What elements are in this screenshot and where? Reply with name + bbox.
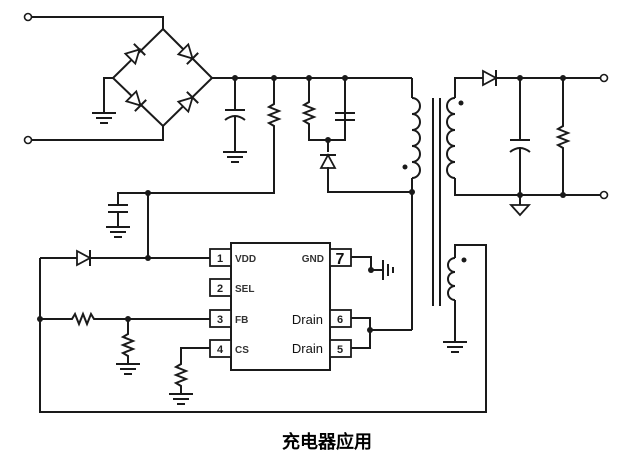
svg-text:VDD: VDD [235,254,256,265]
ground-icon [105,226,131,238]
ground-icon [91,112,117,124]
vdd-network [40,190,210,267]
pin-5-drain: 5 Drain [292,339,352,358]
transformer [39,77,604,413]
output-section [482,69,609,217]
input-terminal-icon [23,12,33,22]
resistor-icon [67,313,99,325]
input-terminal-icon [23,135,33,145]
ground-icon [442,341,468,353]
output-terminal-icon [599,190,609,200]
output-terminal-icon [599,73,609,83]
inductor-icon [447,257,456,301]
inductor-icon [411,97,421,179]
rcd-snubber [303,78,415,195]
svg-text:6: 6 [337,314,343,326]
diode-icon [176,42,199,65]
diode-icon [124,89,147,112]
pin-2-sel: 2 SEL [209,278,254,297]
ground-icon [222,151,248,163]
capacitor-icon [224,78,246,152]
svg-text:2: 2 [217,283,223,295]
fb-network [37,313,210,375]
resistor-icon [557,121,569,153]
diode-icon [482,69,498,87]
resistor-icon [268,99,280,131]
capacitor-icon [509,78,531,195]
pin-6-drain: 6 Drain [292,309,352,328]
svg-text:7: 7 [336,251,345,268]
bridge-rectifier [111,28,214,128]
svg-text:GND: GND [302,254,324,265]
pin-4-cs: 4 CS [209,339,249,358]
diode-icon [123,43,146,66]
diagram-caption: 充电器应用 [282,432,372,453]
ground-icon [115,363,141,375]
diode-icon [76,249,92,267]
resistor-icon [122,329,134,361]
ac-input-section [23,12,214,145]
svg-text:CS: CS [235,345,249,356]
inductor-icon [446,97,456,179]
ground-icon [168,393,194,405]
svg-text:Drain: Drain [292,312,323,327]
controller-ic: 1 VDD 2 SEL 3 FB 4 CS 7 GND 6 Drain [209,242,352,371]
pin-1-vdd: 1 VDD [209,248,256,267]
resistor-icon [303,97,315,129]
cs-network [168,347,210,405]
diode-icon [319,153,337,169]
svg-text:4: 4 [217,344,224,356]
dc-bus [147,75,412,210]
svg-text:5: 5 [337,344,343,356]
diode-icon [176,91,199,114]
ground-icon [508,204,532,217]
svg-text:1: 1 [217,253,223,265]
svg-text:Drain: Drain [292,341,323,356]
pin-3-fb: 3 FB [209,309,248,328]
svg-text:3: 3 [217,314,223,326]
resistor-icon [175,359,187,391]
svg-text:SEL: SEL [235,284,254,295]
ground-icon [377,260,394,280]
svg-text:FB: FB [235,315,248,326]
